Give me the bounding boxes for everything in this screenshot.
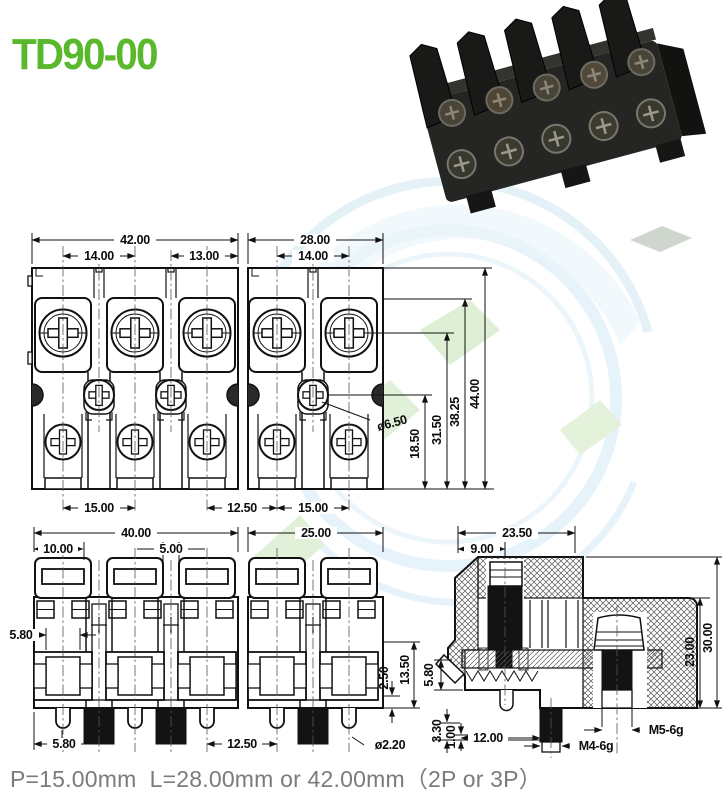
dim-plan-edge-offset: 10.00 bbox=[43, 542, 73, 556]
dim-section-h-overall: 30.00 bbox=[701, 623, 715, 653]
dim-plan-lip: 2.50 bbox=[377, 666, 391, 689]
dim-front-bottom-gap: 12.50 bbox=[227, 501, 257, 515]
dim-front-h-overall: 44.00 bbox=[468, 379, 482, 409]
section-view-drawing: 23.50 9.00 23.00 30.00 5.80 3.30 1.00 12… bbox=[422, 526, 722, 758]
front-dimensions: 42.00 14.00 13.00 28.00 14.00 15.00 12.5… bbox=[31, 233, 494, 515]
plan-dimensions: 40.00 10.00 5.00 25.00 5.80 5.80 12.50 bbox=[3, 526, 420, 752]
product-photo bbox=[409, 0, 707, 214]
dim-plan-cavity-width: 5.80 bbox=[9, 628, 32, 642]
section-body bbox=[434, 555, 698, 753]
spec-note: P=15.00mm L=28.00mm or 42.00mm（2P or 3P） bbox=[10, 766, 542, 792]
photo-screws-upper bbox=[438, 48, 656, 127]
terminal-block-photo bbox=[409, 0, 707, 214]
dim-section-overall-width: 23.50 bbox=[502, 526, 532, 540]
dim-section-step-b: 1.00 bbox=[444, 725, 458, 748]
dim-front-pitch-b: 13.00 bbox=[189, 249, 219, 263]
dim-front-overall-3p: 42.00 bbox=[120, 233, 150, 247]
plan-centerlines bbox=[62, 548, 350, 754]
dim-front-bottom-pitch-a: 15.00 bbox=[84, 501, 114, 515]
dim-section-base-width: 12.00 bbox=[473, 731, 503, 745]
dim-section-wall: 5.80 bbox=[422, 663, 436, 686]
plan-view-drawing: 40.00 10.00 5.00 25.00 5.80 5.80 12.50 bbox=[3, 526, 420, 754]
dim-plan-pin-dia: ø2.20 bbox=[375, 738, 406, 752]
dim-front-pitch-a: 14.00 bbox=[84, 249, 114, 263]
dim-front-pitch-2p: 14.00 bbox=[298, 249, 328, 263]
dim-plan-overall-2p: 25.00 bbox=[301, 526, 331, 540]
cavities bbox=[33, 651, 379, 701]
section-dimensions: 23.50 9.00 23.00 30.00 5.80 3.30 1.00 12… bbox=[422, 526, 722, 753]
dim-section-thread-center: M4-6g bbox=[579, 739, 614, 753]
dim-plan-edge-pin: 5.80 bbox=[52, 737, 75, 751]
dim-section-screw-offset: 9.00 bbox=[470, 542, 493, 556]
dim-plan-depth: 13.50 bbox=[398, 655, 412, 685]
dim-front-h-mid-screw: 18.50 bbox=[408, 429, 422, 459]
section-centerlines bbox=[504, 548, 618, 758]
front-centerlines bbox=[62, 246, 350, 512]
dim-section-thread-side: M5-6g bbox=[649, 723, 684, 737]
plan-body bbox=[33, 557, 384, 745]
dim-plan-overall-3p: 40.00 bbox=[121, 526, 151, 540]
photo-screws-lower bbox=[446, 98, 666, 180]
dim-plan-pin-gap: 12.50 bbox=[227, 737, 257, 751]
front-view-drawing: 42.00 14.00 13.00 28.00 14.00 15.00 12.5… bbox=[27, 233, 494, 515]
dim-plan-gap: 5.00 bbox=[159, 542, 182, 556]
dim-section-h-block: 23.00 bbox=[683, 637, 697, 667]
dim-section-step-a: 3.30 bbox=[430, 719, 444, 742]
dim-front-overall-2p: 28.00 bbox=[300, 233, 330, 247]
contact-squares bbox=[36, 600, 376, 619]
dim-front-h-top-screw: 31.50 bbox=[430, 415, 444, 445]
dim-front-h-body: 38.25 bbox=[448, 397, 462, 427]
dim-front-bottom-pitch-b: 15.00 bbox=[298, 501, 328, 515]
page-title: TD90-00 bbox=[12, 30, 158, 79]
